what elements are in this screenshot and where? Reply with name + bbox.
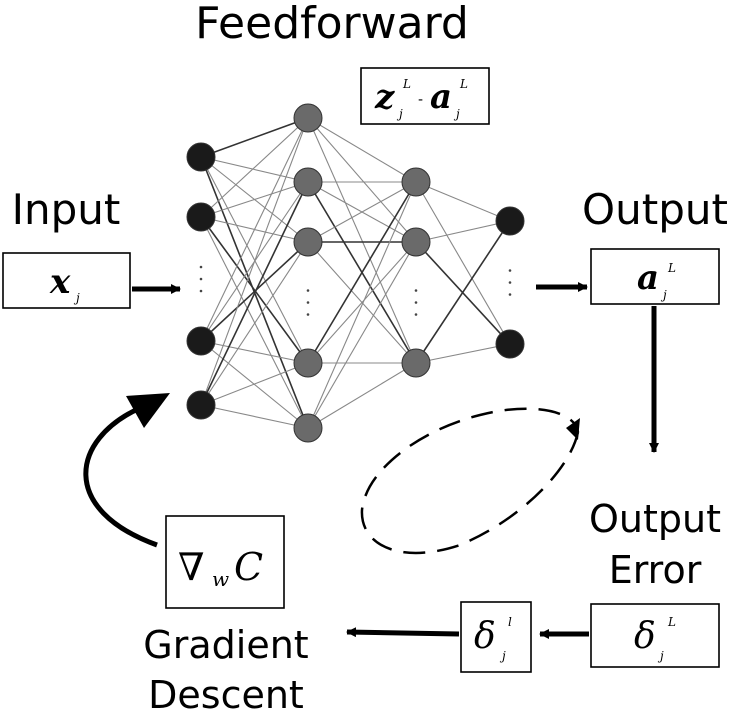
input-box: x j (2, 252, 131, 309)
node-layer2-5 (293, 413, 323, 443)
ellipsis-dot-layer1-2 (199, 277, 203, 281)
delta-l-superscript: l (508, 615, 512, 629)
output-box: a j L (590, 248, 720, 305)
connection-1-0-1 (307, 117, 417, 243)
network-connections (200, 117, 511, 429)
connection-2-1-0 (415, 220, 511, 243)
connection-0-3-0 (200, 117, 309, 406)
x-subscript: j (73, 291, 80, 305)
connection-0-1-1 (200, 181, 309, 218)
ellipsis-dot-layer4-1 (508, 269, 512, 272)
node-layer1-2 (186, 202, 216, 232)
connection-0-3-3 (200, 362, 309, 406)
connection-0-3-2 (200, 241, 309, 406)
connection-1-2-0 (307, 181, 417, 243)
gradient-descent-line1: Gradient (143, 623, 308, 667)
output-a-symbol: a (637, 258, 659, 298)
connection-0-3-4 (200, 404, 309, 429)
node-layer1-3 (186, 326, 216, 356)
connection-0-0-1 (200, 156, 309, 183)
output-error-label-line2: Error (609, 548, 702, 592)
connection-0-2-3 (200, 340, 309, 364)
connection-1-4-0 (307, 181, 417, 429)
ellipsis-dot-layer4-2 (508, 281, 512, 284)
connection-0-2-2 (200, 241, 309, 342)
backprop-cycle (360, 407, 580, 555)
ellipsis-dot-layer2-1 (306, 289, 310, 292)
connection-0-1-0 (200, 117, 309, 218)
gradient-box: ∇ w C (165, 515, 285, 609)
node-layer4-2 (495, 329, 525, 359)
connection-0-2-0 (200, 117, 309, 342)
node-layer2-3 (293, 227, 323, 257)
connection-2-0-1 (415, 181, 511, 345)
delta-L-subscript: j (657, 649, 664, 663)
z-symbol: z (374, 77, 395, 117)
activation-box: z j L - a j L (360, 67, 490, 125)
connection-2-0-0 (415, 181, 511, 222)
connection-1-0-2 (307, 117, 417, 364)
output-label: Output (582, 185, 728, 234)
connection-0-1-3 (200, 216, 309, 364)
grad-C-symbol: C (234, 545, 263, 589)
delta-arrow-2 (346, 627, 460, 638)
ellipsis-dot-layer2-2 (306, 301, 310, 304)
node-layer2-2 (293, 167, 323, 197)
ellipsis-dot-layer1-3 (199, 289, 203, 293)
node-layer3-1 (401, 167, 431, 197)
node-layer1-1 (186, 142, 216, 172)
delta-l-symbol: δ (474, 616, 496, 657)
connection-1-0-0 (307, 117, 417, 183)
ellipsis-dot-layer3-3 (414, 313, 418, 316)
feedforward-title: Feedforward (195, 0, 469, 49)
a-symbol: a (430, 77, 452, 117)
connection-1-3-1 (307, 241, 417, 364)
nabla-symbol: ∇ (178, 545, 205, 589)
ellipsis-dot-layer1-1 (199, 265, 203, 269)
node-layer3-3 (401, 348, 431, 378)
cycle-arrowhead (566, 418, 580, 440)
x-symbol: x (49, 262, 71, 302)
connection-1-4-1 (307, 241, 417, 429)
ellipsis-dot-layer3-2 (414, 301, 418, 304)
delta-L-box: δ j L (590, 603, 720, 668)
output-error-label-line1: Output (589, 497, 721, 541)
connection-2-2-0 (415, 220, 511, 364)
gradient-arrowhead (126, 393, 170, 428)
delta-L-superscript: L (667, 615, 676, 629)
node-layer1-4 (186, 390, 216, 420)
delta-l-box: δ j l (460, 601, 532, 673)
node-layer4-1 (495, 206, 525, 236)
output-a-subscript: j (660, 288, 667, 302)
connection-2-2-1 (415, 343, 511, 364)
output-a-superscript: L (667, 261, 676, 275)
layer-ellipses (199, 265, 512, 316)
connection-1-3-0 (307, 181, 417, 364)
dash-separator: - (418, 92, 423, 108)
grad-w-subscript: w (212, 567, 229, 591)
connection-0-0-0 (200, 117, 309, 158)
node-layer2-4 (293, 348, 323, 378)
gradient-curved-arrow (83, 405, 158, 548)
delta-l-subscript: j (499, 649, 506, 663)
input-label: Input (12, 185, 121, 234)
node-layer3-2 (401, 227, 431, 257)
z-subscript: j (396, 107, 403, 121)
delta-L-symbol: δ (634, 616, 656, 657)
z-superscript: L (402, 77, 411, 91)
connection-0-3-1 (200, 181, 309, 406)
node-layer2-1 (293, 103, 323, 133)
network-nodes (186, 103, 525, 443)
ellipsis-dot-layer3-1 (414, 289, 418, 292)
connection-1-4-2 (307, 362, 417, 429)
ellipsis-dot-layer2-3 (306, 313, 310, 316)
a-superscript: L (459, 77, 468, 91)
ellipsis-dot-layer4-3 (508, 293, 512, 296)
a-subscript: j (453, 107, 460, 121)
gradient-descent-line2: Descent (148, 673, 304, 716)
